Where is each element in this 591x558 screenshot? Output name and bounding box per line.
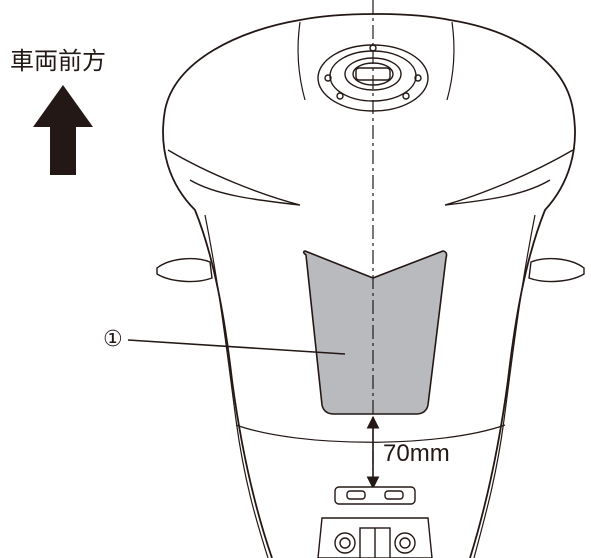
tank-inner-line-right [473,214,536,558]
vehicle-forward-label: 車両前方 [10,47,106,75]
tank-crease-left [167,149,301,206]
tank-top-edge-right [446,21,455,101]
tank-crease-right [444,149,574,206]
tank-inner-line-left [204,214,269,558]
tank-top-edge-left [297,21,306,101]
rear-bracket [317,486,433,558]
callout-number: ① [103,327,123,352]
distance-label: 70mm [383,440,450,467]
right-indicator [528,257,585,283]
tank-outline [162,13,576,558]
left-indicator [156,257,213,283]
callout-leader [127,339,346,355]
forward-arrow-icon [33,85,93,175]
tank-lower-curve [235,424,506,443]
tank-pad [302,250,448,415]
